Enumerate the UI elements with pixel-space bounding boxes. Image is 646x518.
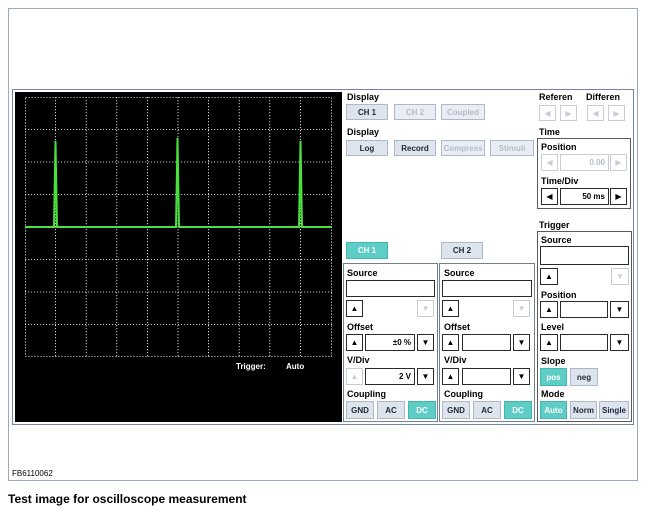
trigger-status-value: Auto: [286, 362, 305, 371]
ch1-source-label: Source: [347, 268, 378, 278]
ch2-vdiv-up-icon[interactable]: ▲: [442, 368, 459, 385]
display-ch1-button[interactable]: CH 1: [346, 104, 388, 120]
trigger-label: Trigger: [539, 220, 570, 230]
figure-caption: Test image for oscilloscope measurement: [8, 492, 247, 506]
ch1-source-up-icon[interactable]: ▲: [346, 300, 363, 317]
time-position-field[interactable]: 0.00: [560, 154, 609, 171]
ch2-dc-button[interactable]: DC: [504, 401, 532, 419]
ch2-source-field[interactable]: [442, 280, 532, 297]
ch2-ac-button[interactable]: AC: [473, 401, 501, 419]
reference-right-arrow-icon[interactable]: ▶: [560, 105, 577, 121]
ch1-offset-up-icon[interactable]: ▲: [346, 334, 363, 351]
trigger-position-label: Position: [541, 290, 577, 300]
timediv-field[interactable]: 50 ms: [560, 188, 609, 205]
ch1-vdiv-field[interactable]: 2 V: [365, 368, 415, 385]
time-position-label: Position: [541, 142, 577, 152]
trigger-source-label: Source: [541, 235, 572, 245]
ch1-offset-label: Offset: [347, 322, 374, 332]
stimuli-button[interactable]: Stimuli: [490, 140, 534, 156]
ch1-vdiv-up-icon[interactable]: ▲: [346, 368, 363, 385]
reference-label: Referen: [539, 92, 573, 102]
signal-trace: [25, 137, 332, 228]
time-label: Time: [539, 127, 560, 137]
mode-norm-button[interactable]: Norm: [570, 401, 597, 419]
mode-auto-button[interactable]: Auto: [540, 401, 567, 419]
trigger-position-field[interactable]: [560, 301, 608, 318]
ch2-coupling-label: Coupling: [444, 389, 483, 399]
time-position-right-icon[interactable]: ▶: [610, 154, 627, 171]
trigger-source-down-icon[interactable]: ▼: [611, 268, 629, 285]
ch2-offset-down-icon[interactable]: ▼: [513, 334, 530, 351]
trigger-position-up-icon[interactable]: ▲: [540, 301, 558, 318]
trigger-source-up-icon[interactable]: ▲: [540, 268, 558, 285]
trigger-level-up-icon[interactable]: ▲: [540, 334, 558, 351]
log-button[interactable]: Log: [346, 140, 388, 156]
ch2-source-up-icon[interactable]: ▲: [442, 300, 459, 317]
record-button[interactable]: Record: [394, 140, 436, 156]
timediv-label: Time/Div: [541, 176, 579, 186]
ch1-offset-down-icon[interactable]: ▼: [417, 334, 434, 351]
display-label: Display: [347, 92, 380, 102]
figure-id: FB6110062: [12, 469, 53, 478]
ch1-gnd-button[interactable]: GND: [346, 401, 374, 419]
display-mode-label: Display: [347, 127, 380, 137]
trigger-position-down-icon[interactable]: ▼: [610, 301, 629, 318]
ch2-source-label: Source: [444, 268, 475, 278]
trigger-level-field[interactable]: [560, 334, 608, 351]
scope-grid: [25, 97, 332, 357]
ch1-source-field[interactable]: [346, 280, 435, 297]
difference-left-arrow-icon[interactable]: ◀: [587, 105, 604, 121]
ch1-source-down-icon[interactable]: ▼: [417, 300, 434, 317]
ch1-vdiv-label: V/Div: [347, 355, 370, 365]
ch2-vdiv-label: V/Div: [444, 355, 467, 365]
tab-ch2[interactable]: CH 2: [441, 242, 483, 259]
ch2-source-down-icon[interactable]: ▼: [513, 300, 530, 317]
trigger-status-label: Trigger:: [236, 362, 266, 371]
trigger-level-down-icon[interactable]: ▼: [610, 334, 629, 351]
slope-label: Slope: [541, 356, 566, 366]
ch2-vdiv-field[interactable]: [462, 368, 511, 385]
mode-label: Mode: [541, 389, 565, 399]
timediv-left-icon[interactable]: ◀: [541, 188, 558, 205]
ch1-dc-button[interactable]: DC: [408, 401, 436, 419]
difference-label: Differen: [586, 92, 621, 102]
tab-ch1[interactable]: CH 1: [346, 242, 388, 259]
display-coupled-button[interactable]: Coupled: [441, 104, 485, 120]
slope-pos-button[interactable]: pos: [540, 368, 567, 386]
ch2-offset-field[interactable]: [462, 334, 511, 351]
ch2-gnd-button[interactable]: GND: [442, 401, 470, 419]
trigger-level-label: Level: [541, 322, 565, 332]
ch2-vdiv-down-icon[interactable]: ▼: [513, 368, 530, 385]
trigger-source-field[interactable]: [540, 246, 629, 265]
time-position-left-icon[interactable]: ◀: [541, 154, 558, 171]
ch1-coupling-label: Coupling: [347, 389, 386, 399]
ch1-ac-button[interactable]: AC: [377, 401, 405, 419]
ch1-vdiv-down-icon[interactable]: ▼: [417, 368, 434, 385]
display-ch2-button[interactable]: CH 2: [394, 104, 436, 120]
compress-button[interactable]: Compress: [441, 140, 485, 156]
ch1-offset-field[interactable]: ±0 %: [365, 334, 415, 351]
slope-neg-button[interactable]: neg: [570, 368, 598, 386]
ch2-offset-label: Offset: [444, 322, 471, 332]
reference-left-arrow-icon[interactable]: ◀: [539, 105, 556, 121]
difference-right-arrow-icon[interactable]: ▶: [608, 105, 625, 121]
ch2-offset-up-icon[interactable]: ▲: [442, 334, 459, 351]
mode-single-button[interactable]: Single: [599, 401, 629, 419]
timediv-right-icon[interactable]: ▶: [610, 188, 627, 205]
